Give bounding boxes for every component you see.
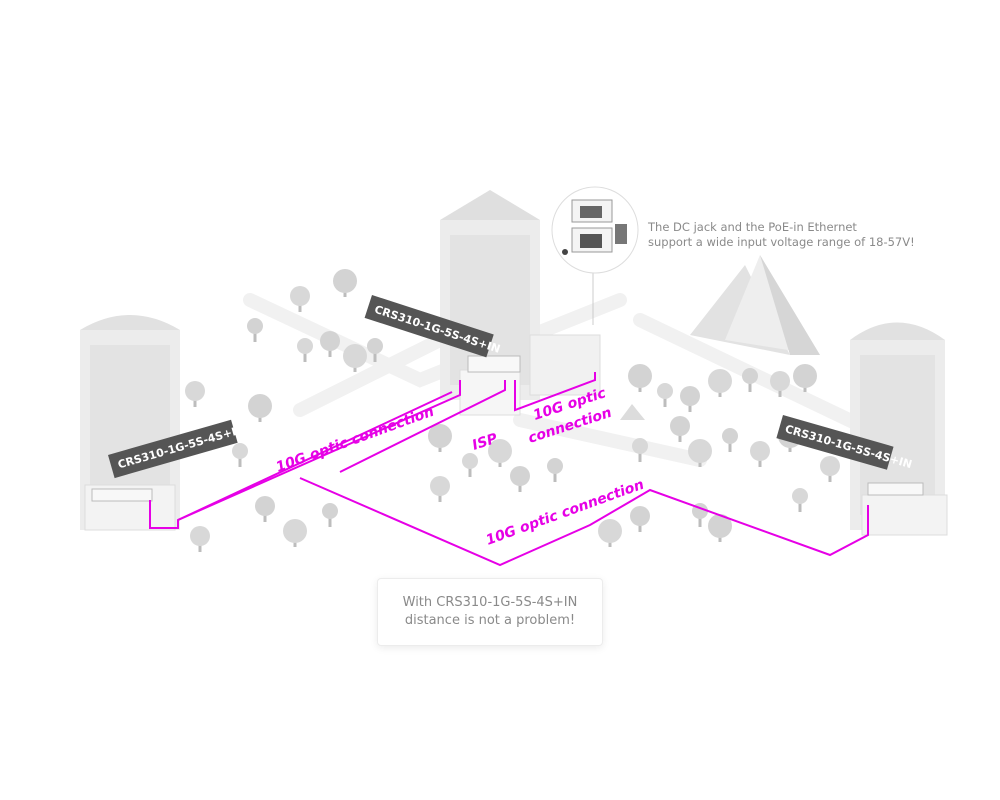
tree — [598, 519, 622, 547]
optic-connections — [149, 372, 869, 567]
tree — [510, 466, 530, 492]
tree — [247, 318, 263, 342]
tree — [708, 514, 732, 542]
tree — [248, 394, 272, 422]
link-left-2 — [177, 391, 453, 521]
right-building — [850, 322, 948, 536]
port-callout-line-1: The DC jack and the PoE-in Ethernet — [648, 220, 857, 234]
caption-line-2: distance is not a problem! — [404, 613, 576, 628]
link-label-bottom: 10G optic connection — [484, 477, 646, 549]
tree — [320, 331, 340, 357]
tree — [428, 424, 452, 452]
tree — [657, 383, 673, 407]
tree — [283, 519, 307, 547]
center-building — [440, 190, 601, 416]
link-right — [514, 372, 596, 412]
tree — [185, 381, 205, 407]
tree — [793, 364, 817, 392]
tree — [547, 458, 563, 482]
tree — [628, 364, 652, 392]
left-building — [80, 315, 180, 531]
tree — [462, 453, 478, 477]
link-bottom — [299, 477, 869, 567]
tree — [190, 526, 210, 552]
link-isp — [339, 380, 506, 473]
tree — [708, 369, 732, 397]
tree — [792, 488, 808, 512]
caption-line-1: With CRS310-1G-5S-4S+IN — [402, 595, 578, 610]
tree — [290, 286, 310, 312]
left-switch — [91, 488, 153, 502]
tree — [430, 476, 450, 502]
caption-box: With CRS310-1G-5S-4S+IN distance is not … — [377, 578, 603, 646]
tree — [488, 439, 512, 467]
tree — [820, 456, 840, 482]
trees — [185, 269, 840, 552]
mountains — [620, 255, 820, 420]
port-callout-text: The DC jack and the PoE-in Ethernet supp… — [648, 220, 928, 250]
port-callout-line-2: support a wide input voltage range of 18… — [648, 235, 915, 249]
port-callout — [551, 186, 639, 325]
tree — [770, 371, 790, 397]
tree — [343, 344, 367, 372]
tree — [333, 269, 357, 297]
tree — [367, 338, 383, 362]
tree — [632, 438, 648, 462]
tree — [297, 338, 313, 362]
tree — [742, 368, 758, 392]
center-switch — [467, 355, 521, 373]
tree — [322, 503, 338, 527]
tree — [630, 506, 650, 532]
link-label-isp: ISP — [470, 430, 500, 453]
link-left — [149, 380, 461, 529]
tree — [722, 428, 738, 452]
tree — [750, 441, 770, 467]
tree — [670, 416, 690, 442]
tree — [688, 439, 712, 467]
right-switch — [867, 482, 924, 496]
tree — [680, 386, 700, 412]
tree — [255, 496, 275, 522]
tree — [232, 443, 248, 467]
